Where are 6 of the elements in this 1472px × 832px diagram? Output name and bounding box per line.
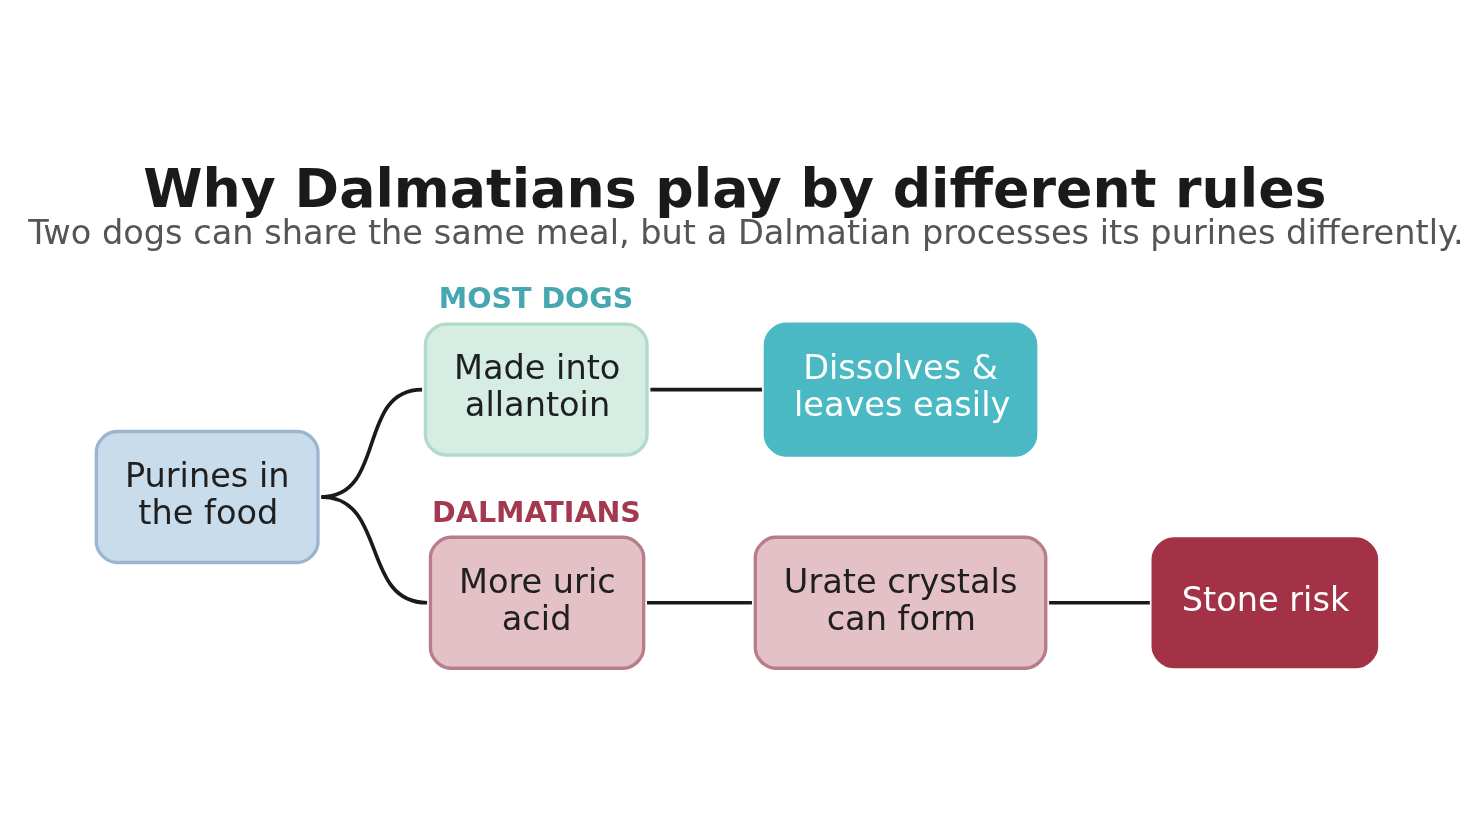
node-label: DALMATIANS [432,495,641,529]
connector [650,387,762,392]
node-label: MOST DOGS [438,282,634,316]
connector [1049,600,1150,605]
connector [321,495,428,605]
connector [647,600,752,605]
